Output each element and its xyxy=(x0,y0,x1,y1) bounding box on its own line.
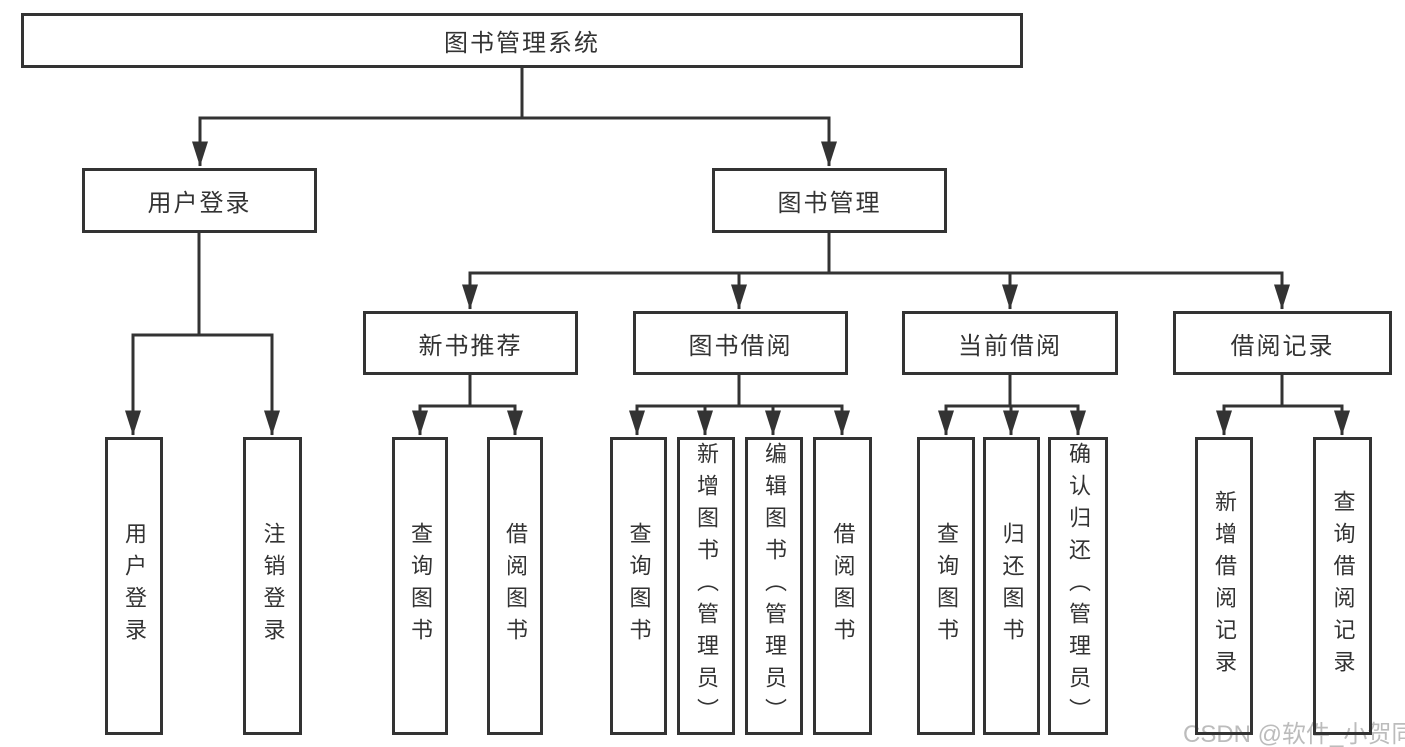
leaf-label: 查询图书 xyxy=(626,522,652,650)
node-library-management-system: 图书管理系统 xyxy=(21,13,1023,68)
leaf-confirm-return-admin: 确认归还（管理员） xyxy=(1048,437,1108,735)
leaf-borrow-books-1: 借阅图书 xyxy=(487,437,543,735)
leaf-query-borrow-record: 查询借阅记录 xyxy=(1313,437,1372,735)
rail-root xyxy=(198,66,831,120)
leaf-label: 用户登录 xyxy=(122,522,147,650)
node-label: 图书管理系统 xyxy=(444,30,600,57)
rail-new-book xyxy=(418,373,517,408)
leaf-label: 归还图书 xyxy=(999,522,1025,650)
leaf-label: 确认归还（管理员） xyxy=(1066,442,1091,730)
rail-book-borrow xyxy=(635,373,844,408)
leaf-add-book-admin: 新增图书（管理员） xyxy=(677,437,735,735)
leaf-query-books-1: 查询图书 xyxy=(392,437,448,735)
node-label: 借阅记录 xyxy=(1230,332,1335,360)
leaf-label: 注销登录 xyxy=(260,522,286,650)
node-label: 图书管理 xyxy=(777,190,882,217)
node-borrow-records: 借阅记录 xyxy=(1173,311,1392,375)
node-label: 图书借阅 xyxy=(688,332,793,360)
leaf-label: 借阅图书 xyxy=(503,522,528,650)
rail-user-login xyxy=(131,231,274,337)
leaf-borrow-books-2: 借阅图书 xyxy=(813,437,872,735)
node-book-borrow: 图书借阅 xyxy=(633,311,848,375)
node-label: 用户登录 xyxy=(147,190,252,217)
leaf-label: 借阅图书 xyxy=(830,522,856,650)
node-user-login: 用户登录 xyxy=(82,168,317,233)
leaf-label: 查询借阅记录 xyxy=(1330,490,1356,682)
leaf-label: 查询图书 xyxy=(408,522,433,650)
leaf-label: 编辑图书（管理员） xyxy=(762,442,787,730)
leaf-label: 新增图书（管理员） xyxy=(694,442,719,730)
leaf-query-books-2: 查询图书 xyxy=(610,437,667,735)
leaf-user-login: 用户登录 xyxy=(105,437,163,735)
node-label: 新书推荐 xyxy=(418,332,523,360)
leaf-logout: 注销登录 xyxy=(243,437,302,735)
leaf-return-book: 归还图书 xyxy=(983,437,1040,735)
node-new-book-recommend: 新书推荐 xyxy=(363,311,578,375)
leaf-edit-book-admin: 编辑图书（管理员） xyxy=(745,437,803,735)
node-label: 当前借阅 xyxy=(958,332,1062,360)
leaf-query-books-3: 查询图书 xyxy=(917,437,975,735)
rail-current-borrow xyxy=(944,373,1080,408)
leaf-label: 查询图书 xyxy=(934,522,959,650)
csdn-watermark: CSDN @软件_小贺同学 xyxy=(1183,721,1405,747)
leaf-add-borrow-record: 新增借阅记录 xyxy=(1195,437,1253,735)
rail-borrow-records xyxy=(1222,373,1344,408)
node-current-borrow: 当前借阅 xyxy=(902,311,1118,375)
node-book-management: 图书管理 xyxy=(712,168,947,233)
rail-book-management xyxy=(468,231,1284,275)
leaf-label: 新增借阅记录 xyxy=(1212,490,1237,682)
